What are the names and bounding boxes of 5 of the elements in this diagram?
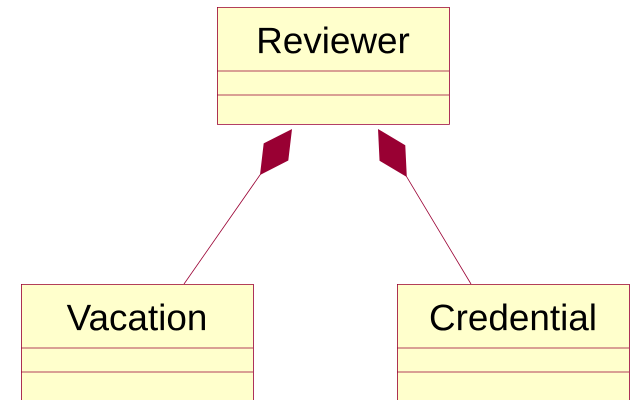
class-box: Reviewer <box>216 7 450 125</box>
class-box: Vacation <box>20 284 254 400</box>
class-box: Credential <box>396 284 630 400</box>
composition-line <box>378 129 472 284</box>
composition-line <box>184 129 292 284</box>
